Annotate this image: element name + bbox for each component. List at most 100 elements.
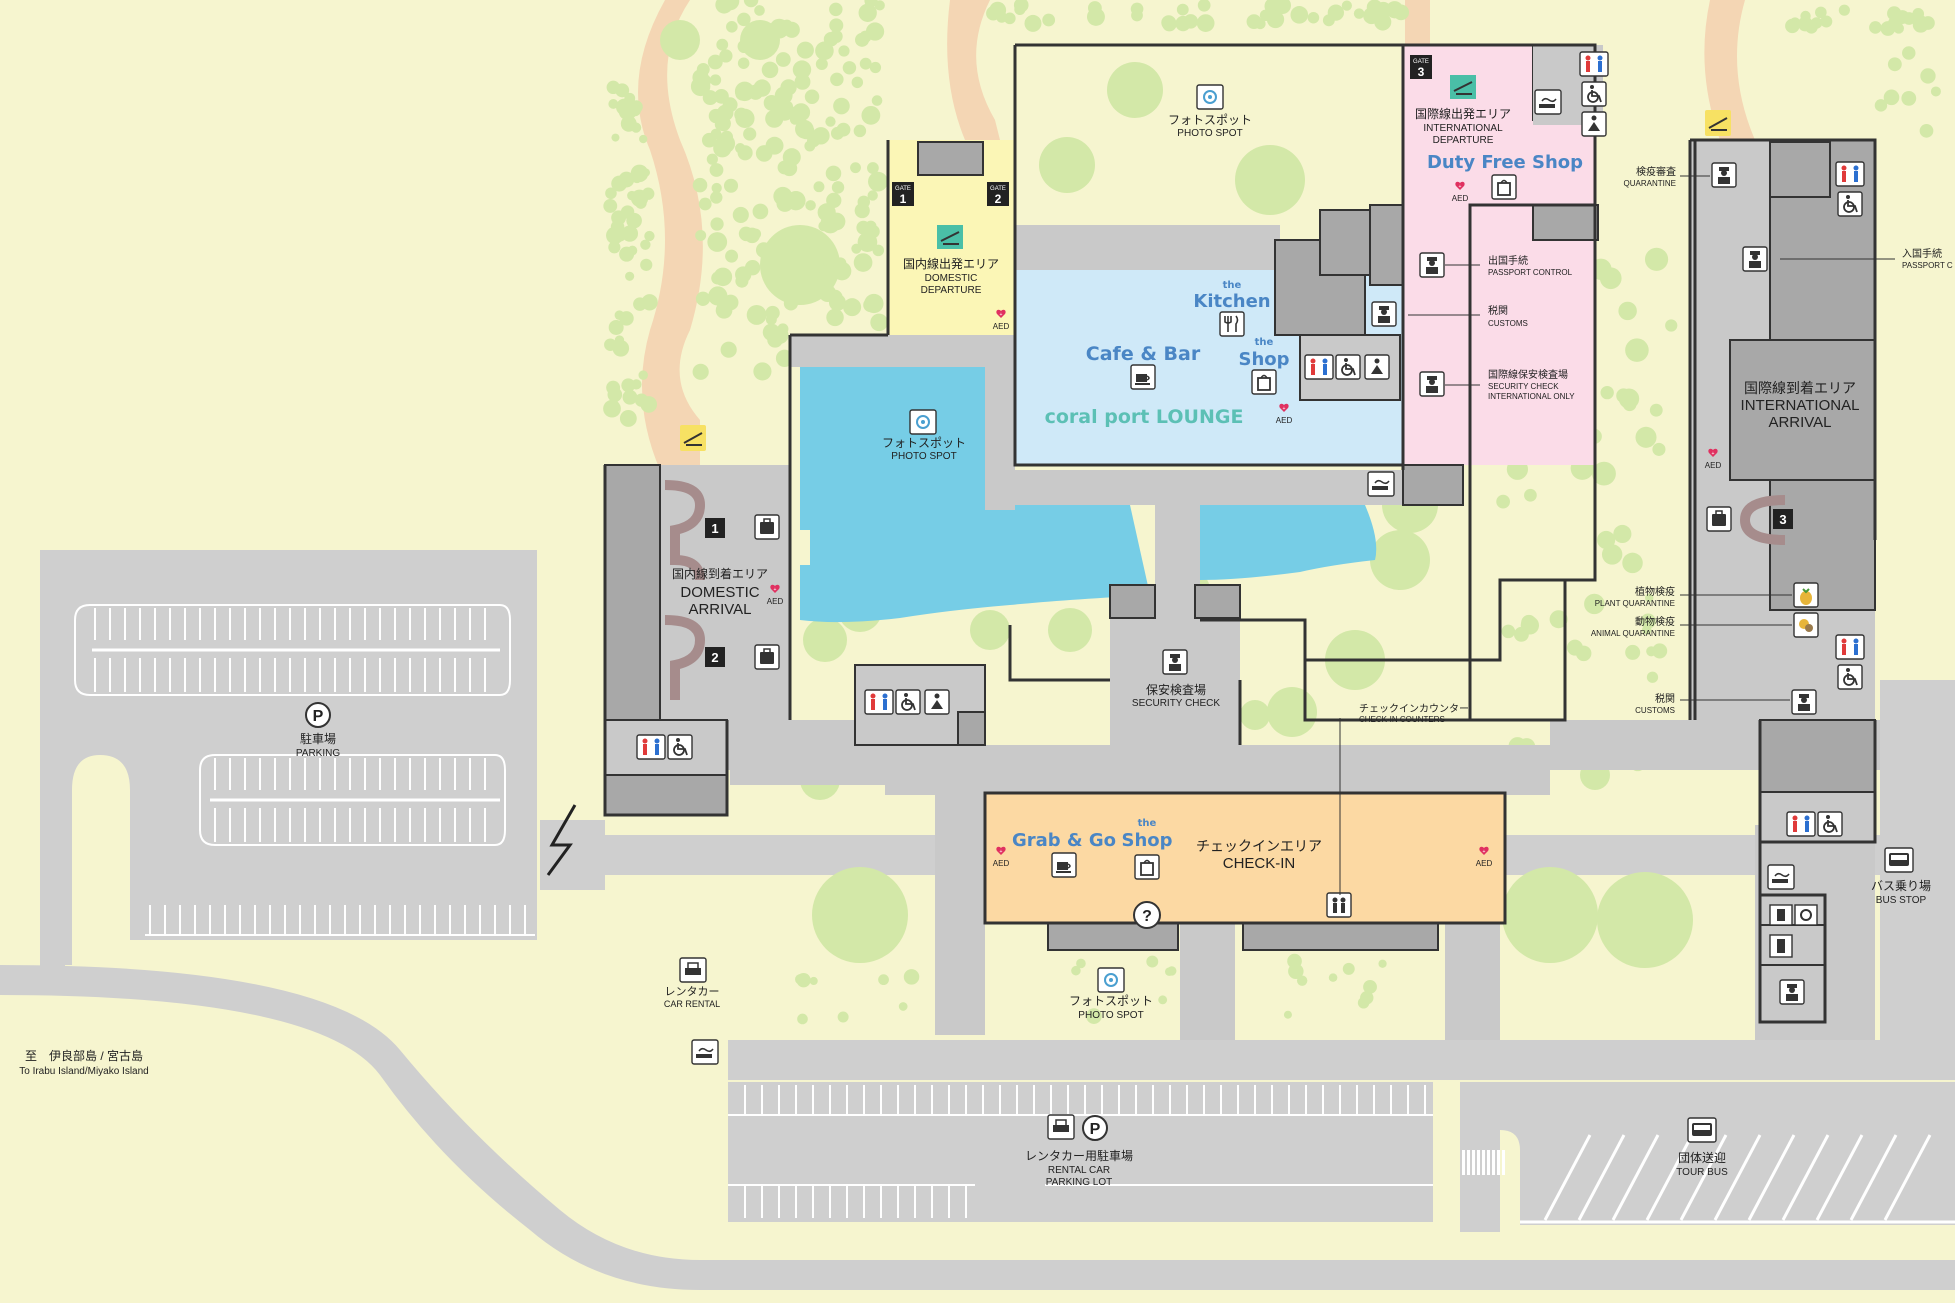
plane-icon [1704, 109, 1732, 137]
car-rental-label-en: CAR RENTAL [664, 999, 720, 1009]
leader-lines [1339, 175, 1895, 895]
tour-bus-icon [1687, 1117, 1717, 1143]
baggage-claim-icon [754, 514, 780, 540]
restroom-icon [864, 689, 894, 715]
svg-text:1: 1 [900, 192, 907, 206]
checkin-area-label-en: CHECK-IN [1223, 855, 1296, 872]
international-arrival-label: 国際線到着エリア [1744, 380, 1856, 396]
phone-icon [1769, 934, 1793, 958]
plant-quarantine-icon [1793, 582, 1819, 608]
svg-text:GATE: GATE [990, 186, 1006, 192]
svg-text:AED: AED [1452, 194, 1469, 203]
photo-spot-label-en: PHOTO SPOT [1177, 128, 1242, 139]
smoking-area-icon [1367, 471, 1395, 497]
checkin-area-label: チェックインエリア [1196, 838, 1322, 854]
aed-icon: AED [1452, 181, 1469, 203]
customs-bottom-label: 税関 [1655, 692, 1675, 705]
svg-text:GATE: GATE [1413, 59, 1429, 65]
aed-icon: AED [993, 309, 1010, 331]
customs-bottom-label-en: CUSTOMS [1635, 706, 1675, 715]
domestic-arrival-label-en: DOMESTIC [680, 584, 759, 601]
svg-text:3: 3 [1779, 512, 1786, 527]
coral-port-lounge-label: coral port LOUNGE [1045, 406, 1244, 428]
smoking-area-icon [1534, 89, 1562, 115]
car-rental-icon [1047, 1114, 1075, 1140]
carousel-markers: 1 2 3 [705, 509, 1793, 667]
kitchen-icon [1219, 311, 1245, 337]
aed-markers: AED AED AED AED AED AED AED [767, 181, 1721, 868]
parking-label-en: PARKING [296, 748, 340, 759]
parking-symbol-icon: P [1082, 1115, 1108, 1141]
checkin-shop-icon [1134, 854, 1160, 880]
intl-security-label: 国際線保安検査場 [1488, 368, 1568, 381]
car-rental-icon [679, 957, 707, 983]
car-rental-label: レンタカー [665, 985, 720, 998]
checkin-counter-icon [1326, 892, 1352, 918]
animal-quarantine-icon [1793, 612, 1819, 638]
passport-control-label-en: PASSPORT CONTROL [1488, 268, 1573, 277]
baggage-claim-icon [1706, 506, 1732, 532]
wheelchair-icon [1817, 811, 1843, 837]
duty-free-shop-icon [1491, 174, 1517, 200]
international-departure-plane-icon [1450, 75, 1476, 99]
quarantine-label-en: QUARANTINE [1624, 179, 1676, 188]
domestic-departure-label-en2: DEPARTURE [921, 285, 982, 296]
international-departure-label: 国際線出発エリア [1415, 106, 1511, 121]
rental-car-parking-label-en2: PARKING LOT [1046, 1177, 1113, 1188]
rental-car-parking-label-en: RENTAL CAR [1048, 1165, 1110, 1176]
svg-text:2: 2 [711, 650, 718, 665]
baby-room-icon [1581, 111, 1607, 137]
photo-spot-label-en: PHOTO SPOT [1078, 1010, 1143, 1021]
pond [800, 365, 1377, 623]
svg-text:1: 1 [711, 521, 718, 536]
gate-3-marker: GATE 3 [1410, 55, 1432, 79]
cafe-bar-label: Cafe & Bar [1086, 343, 1201, 365]
entry-procedure-label: 入国手続 [1902, 247, 1942, 260]
wheelchair-icon [1581, 81, 1607, 107]
animal-quarantine-label: 動物検疫 [1635, 615, 1675, 628]
duty-free-shop-label: Duty Free Shop [1427, 152, 1583, 173]
shop-brands: Duty Free Shop the Kitchen the Shop Cafe… [1012, 152, 1583, 851]
intl-security-label-en: SECURITY CHECK [1488, 382, 1559, 391]
passport-control-label: 出国手続 [1488, 254, 1528, 267]
locker-icon [1794, 904, 1818, 926]
svg-text:AED: AED [1276, 416, 1293, 425]
customs-officer-icon [1791, 689, 1817, 715]
customs-officer-icon [1371, 301, 1397, 327]
international-arrival-label-en2: ARRIVAL [1768, 414, 1831, 431]
icons: ? P P [305, 51, 1914, 1143]
aed-icon: AED [1476, 846, 1493, 868]
gate-markers: GATE 1 GATE 2 GATE 3 [892, 55, 1432, 206]
photo-spot-icon [1097, 967, 1125, 993]
aed-icon: AED [1705, 448, 1721, 470]
info-icon: ? [1133, 901, 1161, 929]
svg-text:AED: AED [993, 322, 1010, 331]
animal-quarantine-label-en: ANIMAL QUARANTINE [1591, 629, 1675, 638]
carousel-1: 1 [705, 518, 725, 538]
domestic-departure-label: 国内線出発エリア [903, 256, 999, 271]
grab-go-label: Grab & Go [1012, 830, 1116, 851]
wheelchair-icon [1837, 664, 1863, 690]
svg-text:3: 3 [1418, 65, 1425, 79]
quarantine-officer-icon [1711, 162, 1737, 188]
main-parking-lot [40, 550, 537, 965]
customs-label-en: CUSTOMS [1488, 319, 1528, 328]
parking-rows [74, 604, 535, 936]
plant-quarantine-label: 植物検疫 [1635, 585, 1675, 598]
lounge-shop-icon [1251, 369, 1277, 395]
road-break-symbol [546, 804, 577, 876]
security-check-label-en: SECURITY CHECK [1132, 698, 1220, 709]
photo-spot-icon [909, 409, 937, 435]
svg-text:AED: AED [993, 859, 1010, 868]
checkin-shop-label: Shop [1121, 830, 1172, 851]
checkin-counters-label-en: CHECK-IN COUNTERS [1359, 715, 1445, 724]
security-check-label: 保安検査場 [1146, 682, 1206, 697]
rental-car-parking [728, 1082, 1433, 1222]
restroom-icon [1786, 811, 1816, 837]
cafe-icon [1130, 364, 1156, 390]
carousel-2: 2 [705, 647, 725, 667]
wheelchair-icon [1837, 191, 1863, 217]
svg-text:?: ? [1142, 908, 1152, 925]
svg-text:AED: AED [1476, 859, 1493, 868]
svg-text:GATE: GATE [895, 186, 911, 192]
